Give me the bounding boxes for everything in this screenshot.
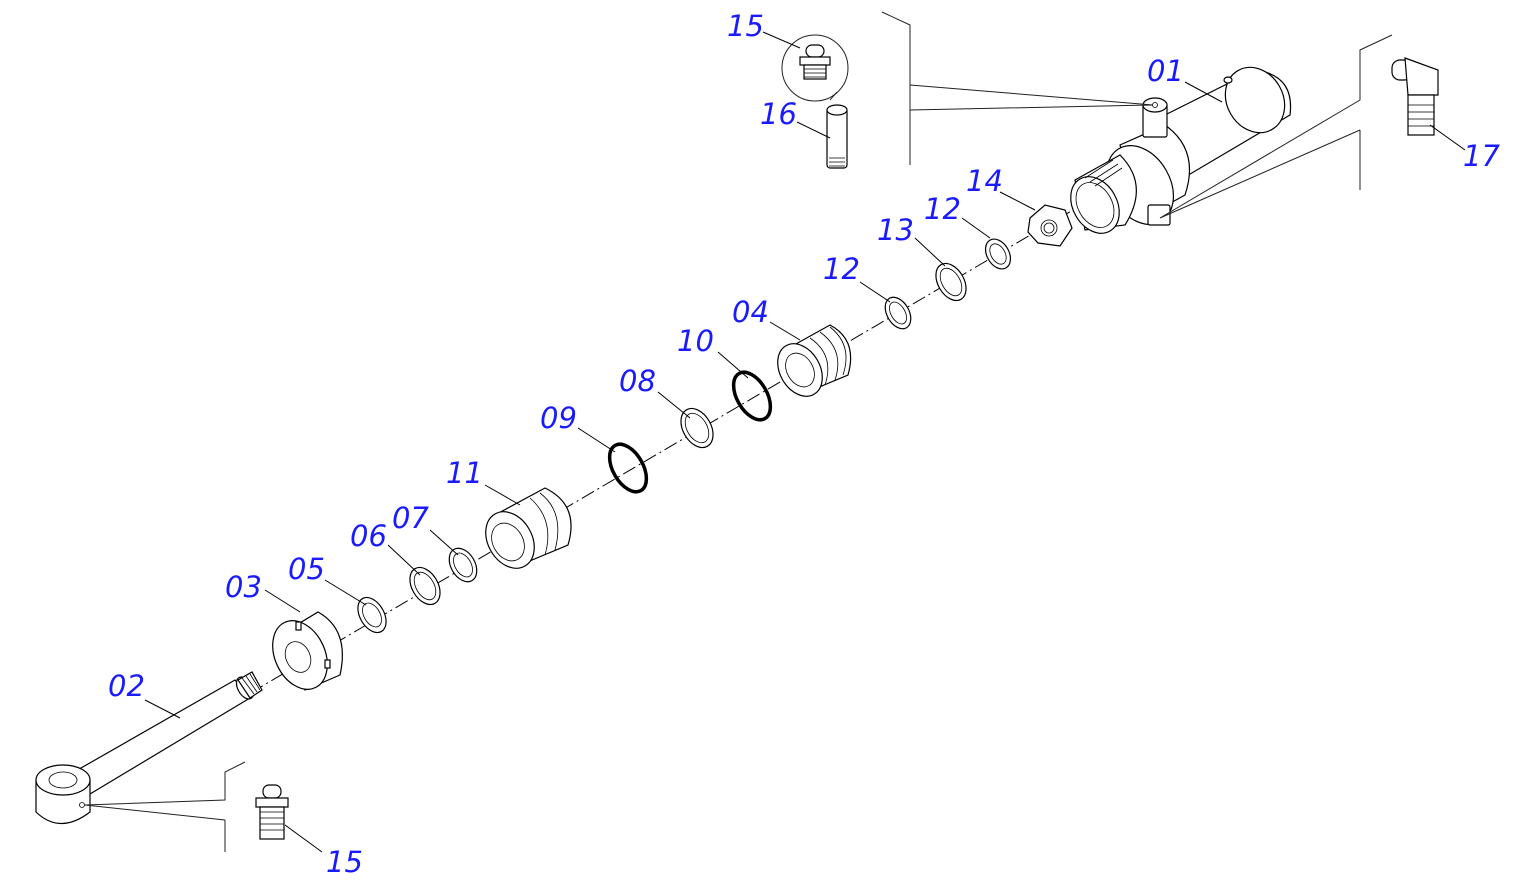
label-01: 01 [1147,54,1184,88]
label-12-lower: 12 [823,252,860,286]
label-12-upper: 12 [924,192,961,226]
label-15-bottom: 15 [326,845,363,879]
label-16: 16 [760,97,797,131]
leader-lines [144,31,1466,853]
part-05-ring [357,596,387,634]
label-02: 02 [108,669,145,703]
part-13-ring [935,262,967,302]
callout-frame-17 [1159,34,1393,219]
label-10: 10 [677,324,714,358]
label-09: 09 [540,401,577,435]
part-12-ring-upper [984,238,1012,270]
label-11: 11 [446,456,483,490]
label-05: 05 [288,552,325,586]
part-01-cylinder-body [1070,66,1292,234]
part-09-o-ring [607,442,649,494]
label-13: 13 [877,213,914,247]
part-15-grease-nipple-top [781,34,849,102]
label-06: 06 [350,519,387,553]
part-08-ring [680,407,714,449]
part-14-hex-nut [1027,204,1073,247]
label-17: 17 [1463,139,1500,173]
part-12-ring-lower [884,296,912,330]
part-07-ring [448,547,478,583]
callout-frame-01 [881,11,1154,165]
part-15-grease-nipple-bottom [255,784,289,840]
part-03-gland-nut [272,611,343,691]
part-04-piston [777,324,852,397]
callout-frame-15-bottom [84,761,246,852]
label-03: 03 [225,570,262,604]
part-11-guide-bushing [485,487,572,569]
part-16-extension-tube [826,91,848,169]
label-04: 04 [732,295,769,329]
label-08: 08 [619,364,656,398]
part-06-ring [409,566,441,606]
label-07: 07 [392,501,429,535]
assembly-axis-line [229,199,1091,706]
label-14: 14 [966,164,1003,198]
part-02-piston-rod [35,671,263,824]
part-10-o-ring [731,370,773,422]
label-15-top: 15 [727,9,764,43]
part-17-angle-grease-nipple [1391,57,1439,136]
